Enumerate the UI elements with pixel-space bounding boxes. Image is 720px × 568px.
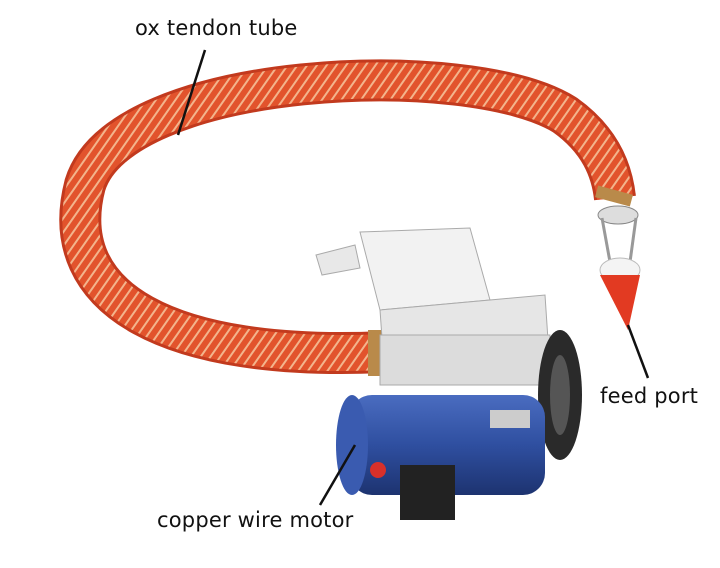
tube-pointer-line bbox=[176, 49, 207, 136]
label-ox-tendon-tube: ox tendon tube bbox=[135, 16, 298, 40]
copper-wire-motor bbox=[336, 395, 545, 520]
label-copper-wire-motor: copper wire motor bbox=[157, 508, 354, 532]
motor-pointer-line bbox=[318, 444, 357, 506]
feed-pointer-line bbox=[626, 324, 650, 379]
label-feed-port: feed port bbox=[600, 384, 699, 408]
feed-port bbox=[597, 205, 641, 330]
hose-clamp-left bbox=[368, 330, 382, 376]
hopper-housing bbox=[315, 227, 582, 460]
hose-clamp-right bbox=[595, 185, 633, 207]
